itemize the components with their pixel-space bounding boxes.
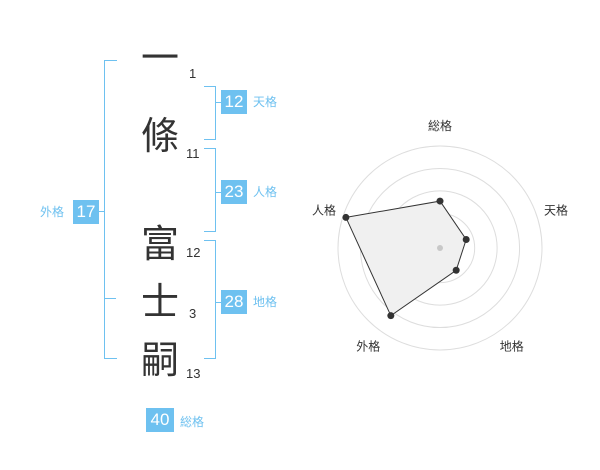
- radar-axis-label-3: 地格: [500, 339, 524, 354]
- stroke-count-5: 13: [186, 366, 201, 381]
- stroke-count-3: 12: [186, 245, 201, 260]
- radar-axis-label-2: 天格: [544, 202, 568, 217]
- tenkaku-label: 天格: [253, 95, 278, 109]
- chikaku-badge: 28: [221, 290, 247, 314]
- name-char-4: 士: [140, 280, 179, 324]
- jinkaku-label: 人格: [253, 185, 278, 199]
- gaikaku-bracket: [104, 60, 117, 359]
- jinkaku-badge: 23: [221, 180, 247, 204]
- name-char-2: 條: [140, 114, 179, 158]
- name-char-3: 富: [140, 222, 179, 266]
- radar-point-4: [387, 312, 395, 320]
- gaikaku-label: 外格: [40, 205, 65, 219]
- radar-polygon: [345, 200, 467, 317]
- jinkaku-bracket: [204, 148, 216, 232]
- radar-axis-label-4: 外格: [356, 339, 380, 354]
- gaikaku-badge: 17: [73, 200, 99, 224]
- gaikaku-connector: [98, 211, 105, 212]
- name-char-5: 嗣: [140, 338, 179, 382]
- soukaku-badge: 40: [146, 408, 174, 432]
- stroke-count-1: 1: [189, 66, 197, 81]
- tenkaku-bracket: [204, 86, 216, 140]
- radar-center-dot: [437, 245, 443, 251]
- name-char-1: 一: [140, 36, 179, 80]
- radar-axis-label-1: 総格: [428, 118, 452, 133]
- radar-ring-1: [337, 145, 543, 351]
- stroke-count-2: 11: [186, 146, 200, 161]
- chikaku-bracket: [204, 240, 216, 359]
- chikaku-label: 地格: [253, 295, 278, 309]
- radar-points: [342, 197, 470, 320]
- gaikaku-bracket-divider: [104, 298, 116, 299]
- radar-point-3: [452, 266, 460, 274]
- stroke-count-4: 3: [189, 306, 197, 321]
- jinkaku-connector: [215, 192, 223, 193]
- tenkaku-badge: 12: [221, 90, 247, 114]
- radar-point-1: [436, 197, 444, 205]
- soukaku-label: 総格: [180, 415, 205, 429]
- radar-point-5: [342, 213, 350, 221]
- tenkaku-connector: [215, 102, 223, 103]
- chikaku-connector: [215, 302, 223, 303]
- radar-point-2: [462, 235, 470, 243]
- radar-axis-label-5: 人格: [312, 202, 336, 217]
